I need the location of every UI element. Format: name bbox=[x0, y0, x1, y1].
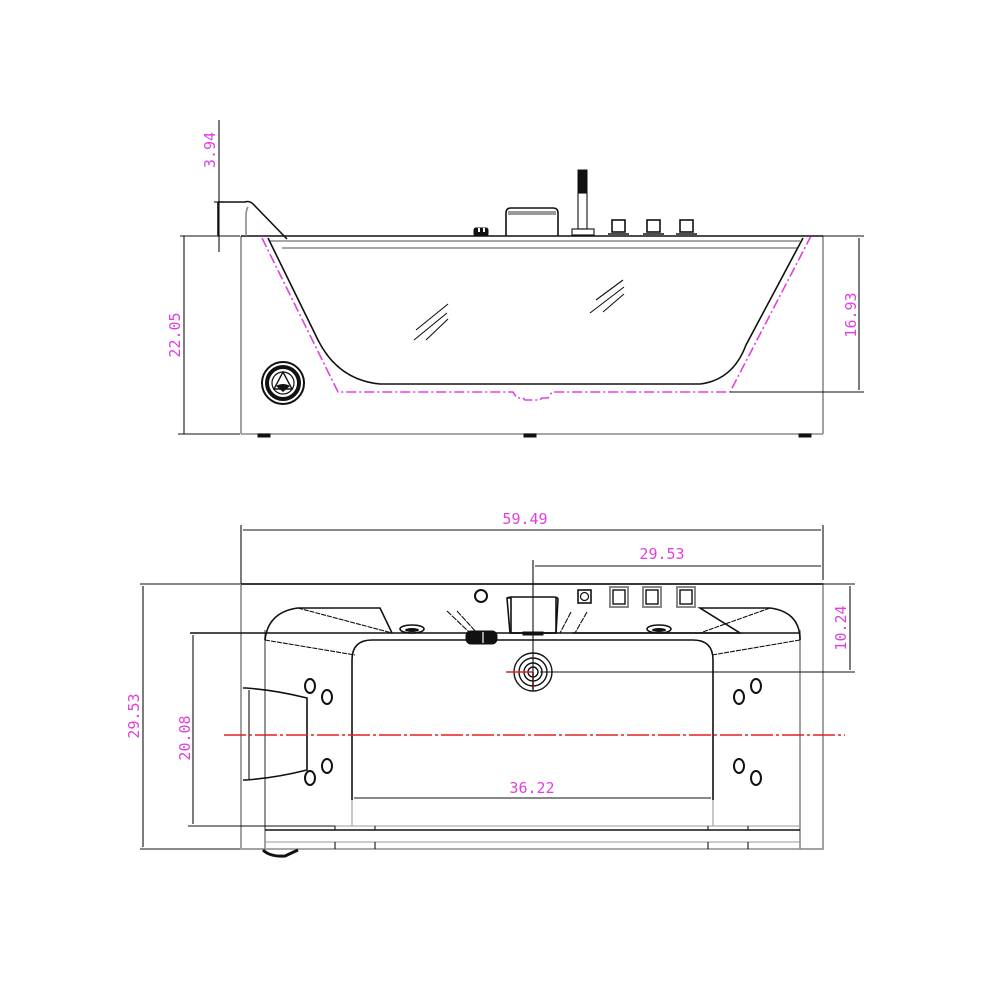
front-feet bbox=[257, 433, 812, 438]
dimension-headrest-height: 3.94 bbox=[180, 120, 240, 252]
glass-glare-right bbox=[589, 279, 625, 314]
overflow-ring bbox=[474, 589, 488, 603]
control-panel-button bbox=[577, 589, 592, 604]
waterfall-spout bbox=[505, 207, 559, 236]
inner-rim bbox=[264, 607, 801, 641]
jets-right bbox=[733, 678, 762, 786]
front-body-outline bbox=[240, 235, 824, 435]
glass-glare-left bbox=[413, 303, 449, 341]
headrest bbox=[217, 200, 288, 240]
dimension-overall-width: 29.53 bbox=[125, 583, 240, 850]
dim-label-headrest: 3.94 bbox=[201, 132, 219, 168]
control-buttons-top bbox=[609, 586, 696, 608]
top-view-foot bbox=[261, 848, 299, 858]
dimension-water-depth: 16.93 bbox=[730, 235, 864, 393]
dimension-overall-length: 59.49 bbox=[240, 510, 824, 584]
dim-label-inner-bottom-length: 36.22 bbox=[509, 779, 554, 797]
dim-label-inner-width: 20.08 bbox=[176, 715, 194, 760]
basin-contour bbox=[267, 237, 804, 385]
control-knob bbox=[473, 227, 489, 237]
dimension-overall-height: 22.05 bbox=[166, 236, 240, 435]
dimension-drain-from-top: 10.24 bbox=[540, 583, 855, 673]
dim-label-drain-to-end: 29.53 bbox=[639, 545, 684, 563]
pillow bbox=[243, 687, 308, 781]
dim-label-overall-length: 59.49 bbox=[502, 510, 547, 528]
back-jets bbox=[399, 624, 672, 634]
dim-label-water-depth: 16.93 bbox=[842, 292, 860, 337]
dim-label-overall-width: 29.53 bbox=[125, 693, 143, 738]
jets-left bbox=[304, 678, 333, 786]
floor-stripes bbox=[265, 825, 800, 850]
hand-shower bbox=[571, 169, 595, 236]
dimension-drain-to-end: 29.53 bbox=[532, 545, 821, 690]
control-buttons-front bbox=[608, 219, 697, 235]
front-view: 3.94 22.05 16.93 bbox=[166, 120, 864, 438]
top-view: 59.49 29.53 10.24 29.53 20.08 bbox=[125, 510, 855, 858]
dim-label-overall-height: 22.05 bbox=[166, 312, 184, 357]
dimension-inner-bottom-length: 36.22 bbox=[351, 779, 714, 826]
diverter-knob bbox=[465, 630, 498, 645]
dimension-inner-width: 20.08 bbox=[176, 635, 335, 827]
top-body-outline bbox=[240, 583, 824, 850]
water-line bbox=[261, 235, 812, 401]
dim-label-drain-from-top: 10.24 bbox=[832, 605, 850, 650]
basin-slope-lines bbox=[264, 607, 801, 656]
side-light-emblem bbox=[261, 361, 305, 405]
